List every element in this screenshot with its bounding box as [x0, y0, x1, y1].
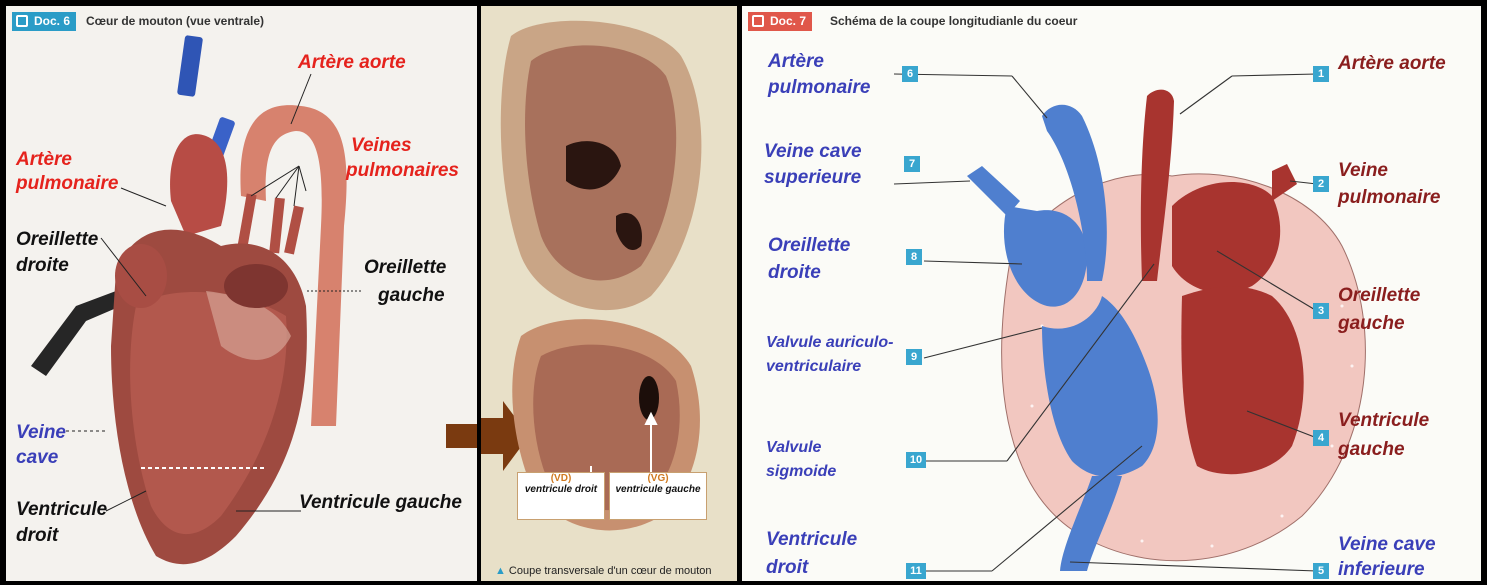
- photo-caption: ▲Coupe transversale d'un cœur de mouton: [495, 565, 712, 577]
- badge-11: 11: [906, 563, 926, 579]
- vd-label: ventricule droit: [518, 484, 604, 495]
- label-valvule-sigmoide-1: Valvule: [766, 436, 821, 459]
- label-oreillette-droite-l2: droite: [768, 261, 821, 284]
- label-veine-pulmonaire-2: pulmonaire: [1338, 186, 1440, 209]
- doc6-panel: Doc. 6 Cœur de mouton (vue ventrale): [6, 6, 477, 581]
- vg-abbr: (VG): [610, 473, 706, 484]
- label-valvule-av-1: Valvule auriculo-: [766, 331, 893, 354]
- caret-up-icon: ▲: [495, 565, 506, 577]
- cross-section-photo-panel: (VD) ventricule droit (VG) ventricule ga…: [481, 6, 737, 581]
- badge-3: 3: [1313, 303, 1329, 319]
- label-artere-aorte-r: Artère aorte: [1338, 52, 1446, 75]
- badge-1: 1: [1313, 66, 1329, 82]
- vg-label: ventricule gauche: [610, 484, 706, 495]
- label-oreillette-gauche-r2: gauche: [1338, 312, 1405, 335]
- label-veine-cave-inf-1: Veine cave: [1338, 533, 1436, 556]
- badge-8: 8: [906, 249, 922, 265]
- label-ventricule-droit-l2: droit: [766, 556, 808, 579]
- photo-caption-text: Coupe transversale d'un cœur de mouton: [509, 565, 712, 577]
- label-artere-pulmonaire-l1: Artère: [768, 50, 824, 73]
- label-veine-pulmonaire-1: Veine: [1338, 159, 1388, 182]
- label-ventricule-droit-l1: Ventricule: [766, 528, 857, 551]
- badge-4: 4: [1313, 430, 1329, 446]
- vg-label-box: (VG) ventricule gauche: [609, 472, 707, 520]
- label-valvule-av-2: ventriculaire: [766, 355, 861, 378]
- vd-abbr: (VD): [518, 473, 604, 484]
- label-oreillette-droite-l1: Oreillette: [768, 234, 850, 257]
- badge-2: 2: [1313, 176, 1329, 192]
- label-veine-cave-sup-2: superieure: [764, 166, 861, 189]
- badge-7: 7: [904, 156, 920, 172]
- label-veine-cave-inf-2: inferieure: [1338, 558, 1425, 581]
- arrow-right-icon: [6, 6, 477, 581]
- label-ventricule-gauche-r2: gauche: [1338, 438, 1405, 461]
- label-ventricule-gauche-r1: Ventricule: [1338, 409, 1429, 432]
- vd-label-box: (VD) ventricule droit: [517, 472, 605, 520]
- badge-6: 6: [902, 66, 918, 82]
- badge-9: 9: [906, 349, 922, 365]
- label-veine-cave-sup-1: Veine cave: [764, 140, 862, 163]
- label-artere-pulmonaire-l2: pulmonaire: [768, 76, 870, 99]
- label-oreillette-gauche-r1: Oreillette: [1338, 284, 1420, 307]
- badge-5: 5: [1313, 563, 1329, 579]
- doc7-panel: Doc. 7 Schéma de la coupe longitudianle …: [742, 6, 1481, 581]
- badge-10: 10: [906, 452, 926, 468]
- label-valvule-sigmoide-2: sigmoide: [766, 460, 836, 483]
